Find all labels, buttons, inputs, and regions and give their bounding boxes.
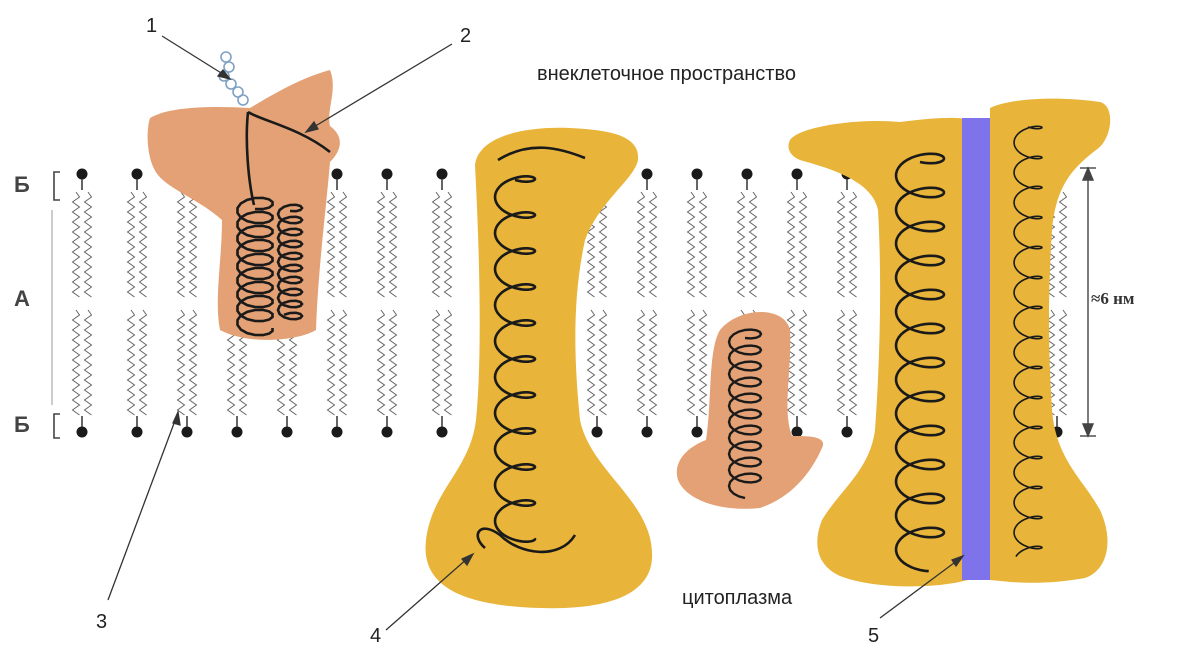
cytoplasm-label: цитоплазма: [682, 587, 793, 609]
lipid-head: [792, 427, 803, 438]
lipid-tail: [328, 192, 335, 297]
callout-3: 3: [96, 611, 107, 633]
lipid-head: [592, 427, 603, 438]
lipid-head: [692, 427, 703, 438]
carbohydrate-chain: [219, 52, 248, 105]
lipid-tail: [738, 192, 745, 297]
callout-1: 1: [146, 15, 157, 37]
lipid-tail: [445, 192, 452, 297]
lipid-tail: [140, 310, 147, 415]
lipid-tail: [340, 310, 347, 415]
lipid-tail: [73, 310, 80, 415]
lipid-tail: [73, 192, 80, 297]
callout-5: 5: [868, 625, 879, 647]
lipid-head: [692, 169, 703, 180]
lipid-tail: [190, 192, 197, 297]
lipid-tail: [650, 192, 657, 297]
channel-pore: [962, 118, 990, 580]
lipid-tail: [85, 192, 92, 297]
lipid-head: [132, 427, 143, 438]
lipid-tail: [328, 310, 335, 415]
lipid-head: [182, 427, 193, 438]
extracellular-label: внеклеточное пространство: [537, 63, 796, 85]
lipid-tail: [128, 310, 135, 415]
side-brackets: [52, 172, 60, 438]
transmembrane-protein: [426, 128, 653, 608]
lipid-tail: [433, 310, 440, 415]
label-a: А: [14, 286, 30, 311]
label-b-top: Б: [14, 172, 30, 197]
lipid-tail: [390, 310, 397, 415]
lipid-tail: [445, 310, 452, 415]
lipid-tail: [390, 192, 397, 297]
lipid-tail: [378, 192, 385, 297]
lipid-tail: [750, 192, 757, 297]
lipid-tail: [688, 310, 695, 415]
lipid-head: [437, 169, 448, 180]
lipid-tail: [850, 192, 857, 297]
lipid-tail: [800, 192, 807, 297]
lipid-tail: [800, 310, 807, 415]
lipid-tail: [128, 192, 135, 297]
lipid-head: [77, 169, 88, 180]
lipid-tail: [378, 310, 385, 415]
lipid-tail: [638, 310, 645, 415]
lipid-head: [642, 427, 653, 438]
callout-2: 2: [460, 25, 471, 47]
lipid-head: [332, 427, 343, 438]
lipid-head: [132, 169, 143, 180]
lipid-head: [382, 427, 393, 438]
lipid-tail: [433, 192, 440, 297]
lipid-head: [282, 427, 293, 438]
lipid-tail: [638, 192, 645, 297]
thickness-label: ≈6 нм: [1091, 289, 1135, 308]
lipid-head: [382, 169, 393, 180]
lipid-tail: [178, 310, 185, 415]
lipid-tail: [178, 192, 185, 297]
lipid-head: [792, 169, 803, 180]
lipid-head: [437, 427, 448, 438]
lipid-head: [842, 427, 853, 438]
lipid-head: [232, 427, 243, 438]
callout-4: 4: [370, 625, 381, 647]
lipid-tail: [600, 310, 607, 415]
lipid-head: [77, 427, 88, 438]
lipid-tail: [850, 310, 857, 415]
lipid-tail: [1060, 192, 1067, 297]
lipid-tail: [340, 192, 347, 297]
lipid-tail: [788, 192, 795, 297]
lipid-tail: [140, 192, 147, 297]
lipid-tail: [688, 192, 695, 297]
lipid-head: [332, 169, 343, 180]
lipid-tail: [700, 192, 707, 297]
channel-protein: [788, 99, 1110, 587]
glycoprotein: [148, 52, 340, 340]
lipid-tail: [838, 310, 845, 415]
lipid-tail: [85, 310, 92, 415]
lipid-tail: [700, 310, 707, 415]
lipid-tail: [838, 192, 845, 297]
lipid-head: [742, 169, 753, 180]
lipid-head: [642, 169, 653, 180]
label-b-bottom: Б: [14, 412, 30, 437]
lipid-tail: [650, 310, 657, 415]
lipid-tail: [588, 310, 595, 415]
lipid-tail: [1060, 310, 1067, 415]
lipid-tail: [190, 310, 197, 415]
